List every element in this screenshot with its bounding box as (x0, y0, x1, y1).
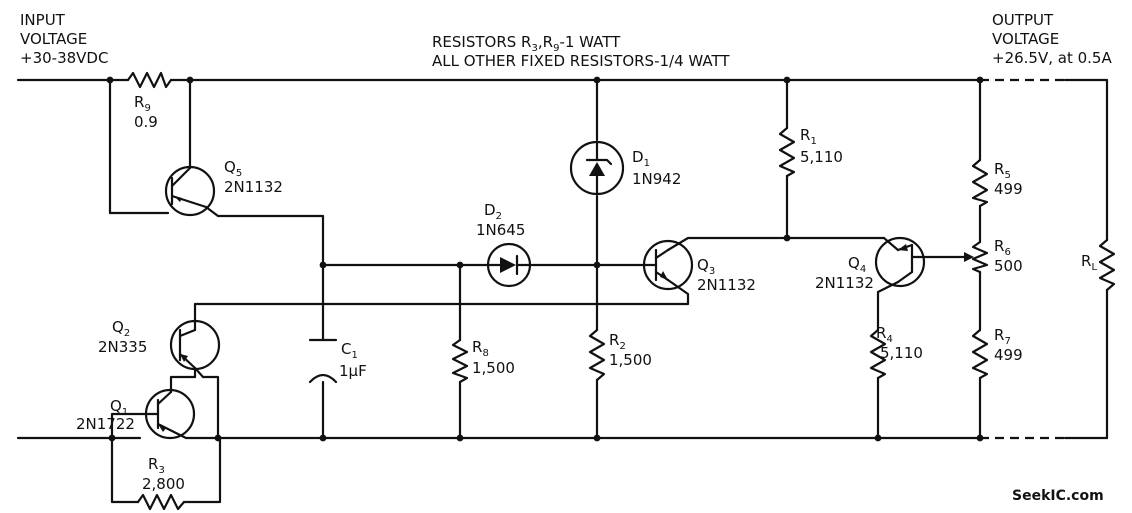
output-label-line3: +26.5V, at 0.5A (992, 49, 1112, 67)
d1-ref: D1 (632, 148, 650, 169)
r7-ref: R7 (994, 326, 1011, 347)
output-label-line1: OUTPUT (992, 11, 1054, 29)
q5-ref: Q5 (224, 158, 242, 179)
r9-value: 0.9 (134, 113, 158, 131)
q1-ref: Q1 (110, 397, 128, 418)
wires (16, 78, 1109, 504)
r3-ref: R3 (148, 455, 165, 476)
q4-ref: Q4 (848, 254, 866, 275)
r8-value: 1,500 (472, 359, 515, 377)
capacitor-c1-symbol (308, 338, 338, 384)
resistor-r7-symbol (971, 328, 989, 380)
q3-ref: Q3 (697, 256, 715, 277)
resistor-note-line2: ALL OTHER FIXED RESISTORS-1/4 WATT (432, 52, 730, 70)
transistor-q1-symbol (144, 388, 196, 440)
r7-value: 499 (994, 346, 1023, 364)
c1-value: 1µF (339, 362, 367, 380)
resistor-r9-symbol (126, 71, 173, 89)
d2-part: 1N645 (476, 221, 525, 239)
transistor-q2-symbol (169, 318, 221, 379)
r8-ref: R8 (472, 338, 489, 359)
q2-ref: Q2 (112, 318, 130, 339)
r1-value: 5,110 (800, 148, 843, 166)
r2-value: 1,500 (609, 351, 652, 369)
r5-ref: R5 (994, 160, 1011, 181)
resistor-r5-symbol (971, 158, 989, 208)
diode-d2-symbol (486, 242, 532, 288)
q1-part: 2N1722 (76, 415, 135, 433)
resistor-r2-symbol (588, 328, 606, 382)
rl-ref: RL (1081, 252, 1097, 273)
r6-ref: R6 (994, 237, 1011, 258)
resistor-rl-symbol (1098, 238, 1116, 292)
notes-text: INPUT VOLTAGE +30-38VDC RESISTORS R3,R9-… (20, 11, 1112, 70)
r4-value: 5,110 (880, 344, 923, 362)
r2-ref: R2 (609, 331, 626, 352)
q5-part: 2N1132 (224, 178, 283, 196)
r6-value: 500 (994, 257, 1023, 275)
transistor-q4-symbol (874, 236, 926, 288)
input-label-line1: INPUT (20, 11, 66, 29)
component-labels: R9 0.9 Q5 2N1132 D1 1N942 D2 1N645 R1 5,… (76, 93, 1097, 493)
resistor-r8-symbol (451, 338, 469, 384)
d1-part: 1N942 (632, 170, 681, 188)
r3-value: 2,800 (142, 475, 185, 493)
zener-diode-d1-symbol (569, 140, 625, 196)
input-label-line2: VOLTAGE (20, 30, 87, 48)
resistor-r4-symbol (869, 328, 887, 380)
resistor-r1-symbol (778, 126, 796, 178)
q2-part: 2N335 (98, 338, 147, 356)
r1-ref: R1 (800, 126, 817, 147)
q3-part: 2N1132 (697, 276, 756, 294)
c1-ref: C1 (341, 340, 358, 361)
junction-dots (106, 76, 984, 442)
r5-value: 499 (994, 180, 1023, 198)
resistor-note-line1: RESISTORS R3,R9-1 WATT (432, 33, 621, 54)
resistor-r3-symbol (136, 493, 186, 511)
potentiometer-r6-symbol (964, 240, 989, 274)
q4-part: 2N1132 (815, 274, 874, 292)
input-label-line3: +30-38VDC (20, 49, 108, 67)
watermark: SeekIC.com (1012, 488, 1104, 504)
d2-ref: D2 (484, 201, 502, 222)
r9-ref: R9 (134, 93, 151, 114)
r4-ref: R4 (876, 324, 893, 345)
transistor-q5-symbol (164, 165, 216, 217)
transistor-q3-symbol (642, 239, 694, 291)
output-label-line2: VOLTAGE (992, 30, 1059, 48)
